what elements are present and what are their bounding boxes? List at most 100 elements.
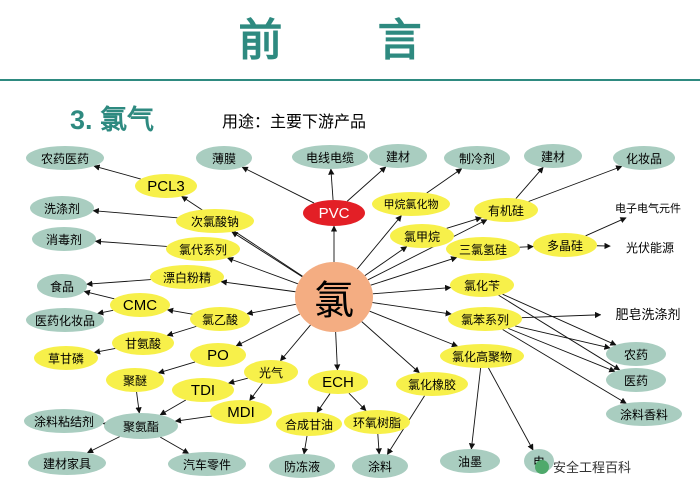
node-detergent: 洗涤剂 bbox=[30, 196, 94, 220]
edge-chloromethane-to-organosilicon bbox=[446, 216, 482, 229]
node-glycine: 甘氨酸 bbox=[112, 331, 174, 355]
edge-organosilicon-to-bm2 bbox=[515, 166, 544, 199]
node-bleaching-powder: 漂白粉精 bbox=[150, 265, 224, 289]
node-auto-parts: 汽车零件 bbox=[168, 452, 246, 476]
node-building-material-2: 建材 bbox=[524, 144, 582, 168]
node-chlorinated-rubber: 氯化橡胶 bbox=[396, 372, 468, 396]
node-polyether: 聚醚 bbox=[106, 368, 164, 392]
edge-phosgene-to-tdi bbox=[227, 377, 248, 385]
edge-trichlorosilane-to-polysilicon bbox=[519, 243, 534, 250]
page-title: 前 言 bbox=[238, 15, 462, 66]
node-building-furniture: 建材家具 bbox=[28, 451, 106, 475]
edge-chlorine-to-po bbox=[235, 313, 301, 347]
node-chloroacetic-acid: 氯乙酸 bbox=[190, 307, 250, 331]
edge-chloroacetic-to-cmc bbox=[166, 307, 193, 315]
edge-polyurethane-to-bm_furn bbox=[86, 436, 120, 454]
node-phosgene: 光气 bbox=[244, 360, 298, 384]
node-polyurethane: 聚氨酯 bbox=[104, 413, 178, 439]
edge-ech-to-epoxy bbox=[348, 392, 367, 412]
node-cosmetic: 化妆品 bbox=[613, 146, 675, 170]
edge-pcl3-to-pesticide_med bbox=[93, 164, 141, 180]
edge-chlorine-to-hypo bbox=[231, 231, 303, 278]
node-polysilicon: 多晶硅 bbox=[533, 233, 597, 257]
node-coating: 涂料 bbox=[352, 454, 408, 478]
edge-polysilicon-to-electronic bbox=[585, 217, 627, 237]
node-mdi: MDI bbox=[210, 400, 272, 424]
node-disinfectant: 消毒剂 bbox=[32, 227, 96, 251]
edge-phosgene-to-mdi bbox=[249, 383, 263, 401]
edge-ech-to-glycerin bbox=[316, 393, 331, 413]
edge-bleach-to-food bbox=[86, 279, 151, 287]
node-glyphosate: 草甘磷 bbox=[34, 346, 98, 370]
edge-methane_cl-to-refrig bbox=[426, 168, 463, 194]
edge-chlorine-to-bleach bbox=[220, 279, 296, 293]
node-building-material-1: 建材 bbox=[369, 144, 427, 168]
wechat-icon bbox=[535, 459, 549, 474]
edge-pvc-to-cable bbox=[328, 168, 335, 201]
edge-cmc-to-med_cos bbox=[97, 309, 114, 316]
node-food: 食品 bbox=[37, 274, 87, 298]
edge-benzene-to-pesticide bbox=[515, 325, 611, 350]
edge-chlorine-to-ech bbox=[334, 331, 341, 371]
node-chlorine: 氯 bbox=[295, 262, 373, 332]
node-pvc: PVC bbox=[303, 200, 365, 226]
edge-benzyl-to-pesticide bbox=[502, 293, 617, 346]
node-chloromethane: 氯甲烷 bbox=[390, 224, 454, 248]
edge-glycerin-to-antifreeze bbox=[301, 435, 309, 455]
node-soap-detergent: 肥皂洗涤剂 bbox=[615, 307, 681, 323]
node-chlorobenzene-series: 氯苯系列 bbox=[448, 307, 522, 331]
edge-cmc-to-food bbox=[83, 289, 115, 300]
edge-glycine-to-glyphos bbox=[93, 347, 116, 355]
edge-chlorine-to-phosgene bbox=[280, 324, 311, 362]
watermark-text: 安全工程百科 bbox=[553, 461, 632, 476]
edge-chlorine-to-chloromethane bbox=[364, 246, 408, 276]
edge-chlorine-to-methane_cl bbox=[356, 215, 402, 270]
node-cable: 电线电缆 bbox=[292, 145, 368, 169]
node-po: PO bbox=[190, 343, 246, 367]
edge-chlorine-to-chloropolymer bbox=[369, 310, 459, 348]
node-antifreeze: 防冻液 bbox=[269, 454, 335, 478]
edge-benzyl-to-medicine bbox=[498, 294, 621, 371]
edge-tdi-to-polyurethane bbox=[159, 399, 187, 416]
node-organosilicon: 有机硅 bbox=[474, 198, 538, 222]
edge-pvc-to-film bbox=[241, 166, 315, 204]
node-pesticide: 农药 bbox=[606, 342, 666, 366]
node-synthetic-glycerin: 合成甘油 bbox=[276, 412, 342, 436]
node-medicine: 医药 bbox=[606, 368, 666, 392]
node-sodium-hypochlorite: 次氯酸钠 bbox=[176, 209, 254, 233]
node-medicine-cosmetic: 医药化妆品 bbox=[26, 308, 104, 332]
node-coating-adhesive: 涂料粘结剂 bbox=[24, 409, 104, 433]
edge-chlorine-to-chloroalk bbox=[226, 256, 299, 285]
node-film: 薄膜 bbox=[196, 146, 252, 170]
node-pcl3: PCL3 bbox=[135, 174, 197, 198]
edge-benzene-to-coat_fragr bbox=[502, 329, 627, 404]
edge-chloroacetic-to-glycine bbox=[166, 325, 197, 337]
edge-chlorine-to-trichlorosilane bbox=[370, 256, 458, 286]
edge-chlorine-to-benzyl bbox=[372, 284, 452, 295]
edge-pvc-to-bm1 bbox=[346, 166, 387, 202]
watermark: 安全工程百科 bbox=[535, 457, 631, 476]
edge-organosilicon-to-cosmetic bbox=[528, 165, 623, 202]
title-rule bbox=[0, 79, 700, 81]
node-coating-fragrance: 涂料香料 bbox=[606, 402, 682, 426]
edge-po-to-polyether bbox=[157, 361, 196, 375]
node-photovoltaic: 光伏能源 bbox=[625, 240, 674, 255]
edge-chloropolymer-to-elec bbox=[488, 367, 534, 451]
edge-mdi-to-polyurethane bbox=[174, 415, 212, 424]
edge-polyether-to-polyurethane bbox=[135, 391, 142, 414]
node-refrigerant: 制冷剂 bbox=[444, 146, 510, 170]
section-heading: 3. 氯气 bbox=[70, 105, 155, 135]
edge-chlorine-to-organosilicon bbox=[367, 219, 488, 281]
node-chlorinated-polymer: 氯化高聚物 bbox=[440, 344, 524, 368]
node-methane-chlorides: 甲烷氯化物 bbox=[372, 192, 450, 216]
edge-benzene-to-medicine bbox=[507, 327, 616, 373]
node-ech: ECH bbox=[308, 370, 368, 394]
node-cmc: CMC bbox=[110, 293, 170, 317]
edge-hypo-to-detergent bbox=[92, 207, 178, 219]
edge-chloroalk-to-disinfect bbox=[94, 238, 167, 247]
node-tdi: TDI bbox=[172, 378, 234, 402]
edge-chloropolymer-to-ink bbox=[468, 367, 482, 450]
node-pesticide-medicine: 农药医药 bbox=[26, 146, 104, 170]
edge-epoxy-to-coating bbox=[375, 433, 382, 455]
